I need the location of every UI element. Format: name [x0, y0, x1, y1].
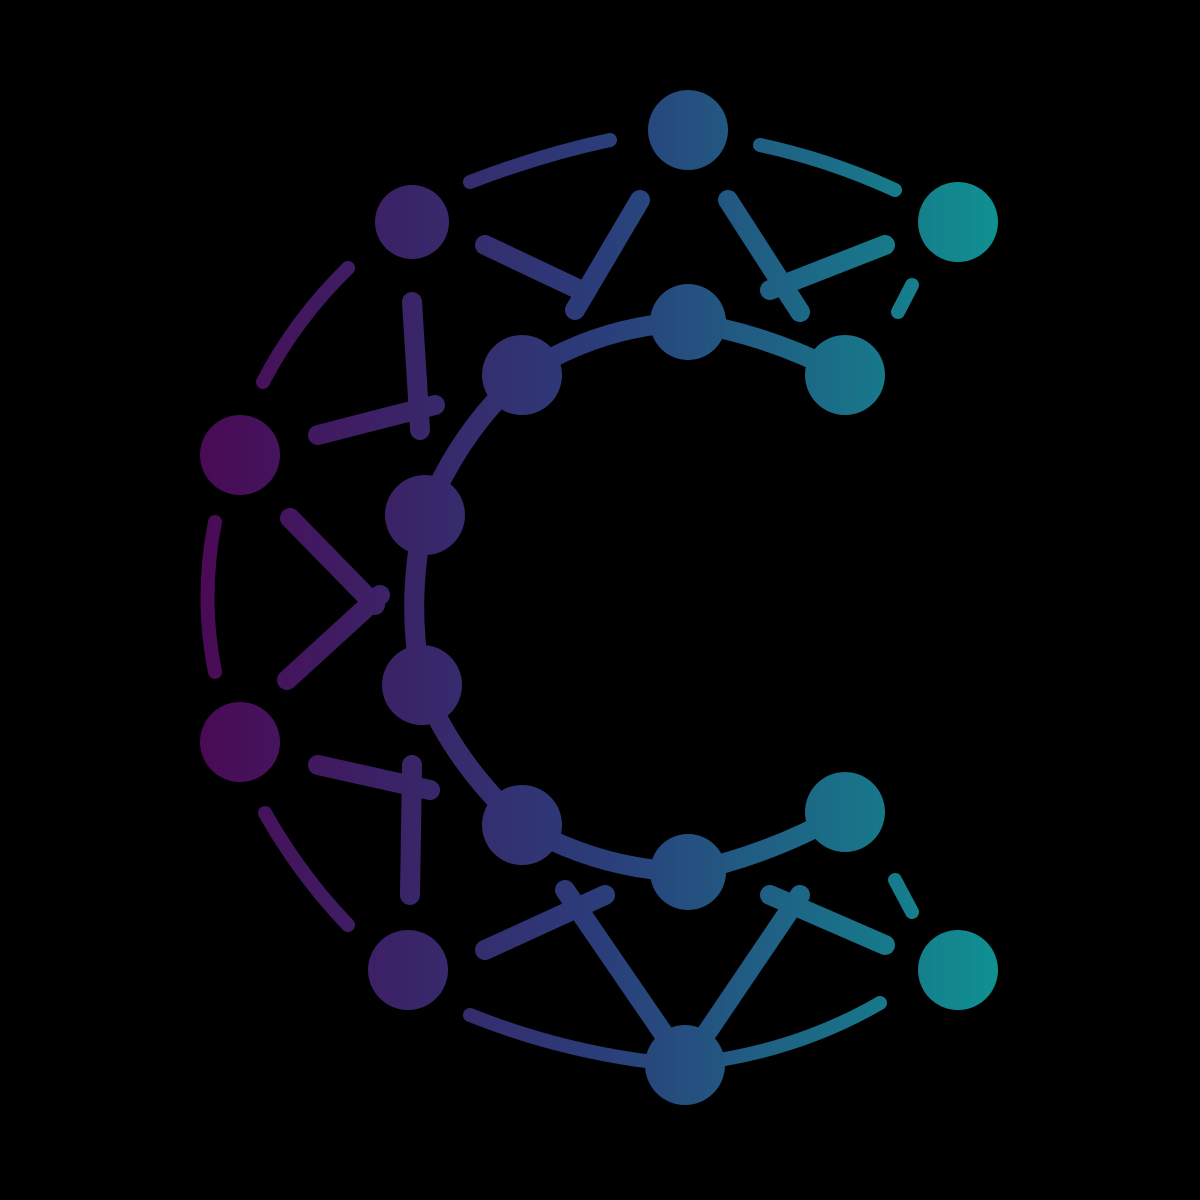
outer-arc-left-mid — [200, 515, 222, 679]
node-inner-6 — [482, 785, 562, 865]
outer-arc-tick-top — [891, 278, 919, 319]
node-inner-8 — [805, 772, 885, 852]
outer-arc-left-upper — [256, 261, 355, 389]
spoke-j — [400, 755, 422, 905]
node-inner-4 — [385, 475, 465, 555]
inner-chain-link — [404, 311, 855, 883]
node-inner-2 — [650, 284, 726, 360]
outer-arc-top-left — [463, 133, 617, 189]
spoke-h — [277, 585, 390, 690]
inner-chain-group — [404, 311, 855, 883]
spoke-b — [565, 190, 650, 320]
spoke-a — [475, 235, 590, 300]
node-top-left — [375, 185, 449, 259]
spoke-g — [280, 508, 385, 615]
node-top-right — [918, 182, 998, 262]
node-inner-7 — [650, 834, 726, 910]
spoke-n — [760, 885, 895, 955]
spoke-f — [308, 395, 445, 445]
node-inner-3 — [805, 335, 885, 415]
node-left-lower — [200, 702, 280, 782]
node-bottom-right — [918, 930, 998, 1010]
node-left-upper — [200, 415, 280, 495]
outer-arc-top-right — [753, 138, 902, 197]
spoke-group — [277, 190, 895, 1075]
node-inner-5 — [382, 645, 462, 725]
node-bottom-left — [368, 930, 448, 1010]
node-top — [648, 90, 728, 170]
outer-arc-tick-bottom — [888, 873, 919, 919]
outer-arc-left-lower — [258, 806, 355, 932]
node-group — [200, 90, 998, 1105]
node-bottom — [645, 1025, 725, 1105]
node-inner-1 — [482, 335, 562, 415]
spoke-d — [760, 235, 895, 300]
